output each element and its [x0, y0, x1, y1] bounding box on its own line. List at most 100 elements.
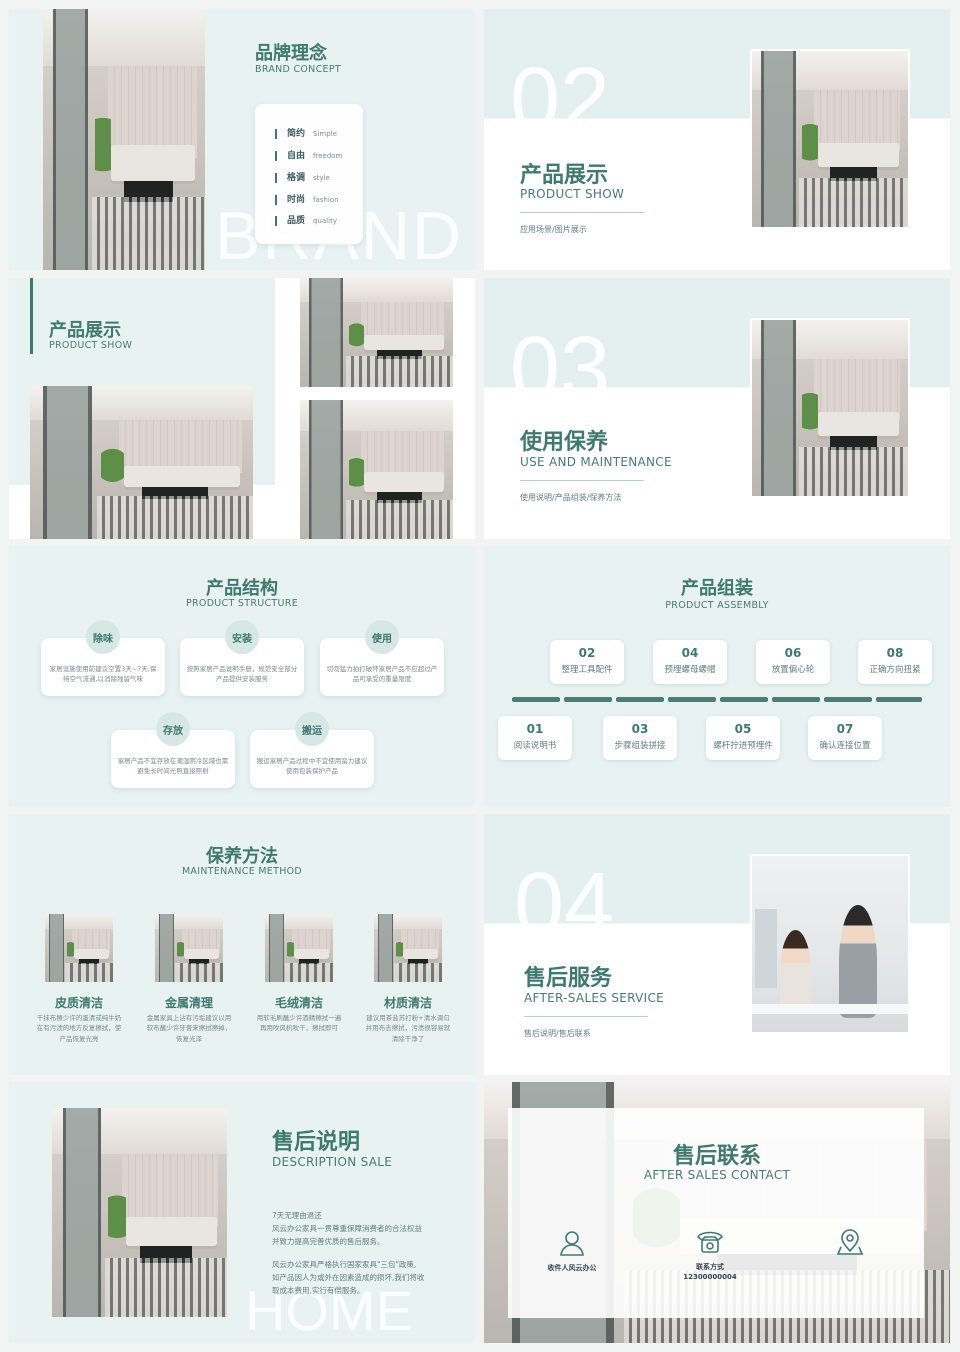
timeline-segment [824, 697, 872, 702]
contact-label: 收件人风云办公 [547, 1264, 597, 1272]
interior-photo [30, 386, 253, 539]
phone-icon [695, 1226, 725, 1256]
contact-title: 售后联系 [672, 1144, 761, 1169]
maintenance-item-desc: 金属家具上沾有污垢建议以用软布蘸少许牙膏来擦拭擦掉，恢复光泽 [146, 1014, 232, 1043]
section-number: 04 [514, 855, 615, 955]
timeline-segment [772, 697, 820, 702]
maintenance-item-title: 毛绒清洁 [274, 996, 323, 1010]
description-line: 风云办公家具一贯尊重保障消费者的合法权益 [272, 1224, 422, 1233]
structure-badge: 除味 [86, 620, 120, 654]
interior-photo [155, 914, 223, 982]
contact-phone-value: 12300000004 [683, 1273, 737, 1281]
office-photo [750, 854, 910, 1034]
brand-title: 品牌理念 [255, 43, 327, 64]
home-watermark: HOME [245, 1279, 413, 1342]
maintenance-item-desc: 干抹布擦少许的蛋清或纯牛奶在有污渍的地方反复擦拭，使产品恢复光亮 [36, 1014, 122, 1043]
contact-panel [508, 1108, 924, 1318]
slide-description-sale: HOME 售后说明 DESCRIPTION SALE 7天无理由退还 风云办公家… [9, 1082, 475, 1343]
section-caption: 使用说明/产品组装/保养方法 [520, 493, 622, 502]
interior-photo [300, 400, 453, 539]
brand-subtitle: BRAND CONCEPT [255, 64, 341, 75]
divider [520, 480, 644, 481]
maintenance-item-desc: 建议用茶盐苏打粉+清水调匀并用布去擦拭，污渍很容易就清除干净了 [365, 1014, 451, 1043]
section-title: 售后服务 [524, 966, 613, 991]
interior-photo [43, 9, 205, 270]
maintenance-item-desc: 用软毛刷蘸少许酒精擦拭一遍再用吹风机吹干，擦拭即可 [256, 1014, 342, 1033]
section-caption: 应用场景/图片展示 [520, 225, 587, 234]
maintenance-title: 保养方法 [206, 846, 278, 867]
structure-desc: 切勿猛力拍打破坏家居产品不应超过产品可承受的重量限度 [326, 665, 438, 684]
description-line: 7天无理由退还 [272, 1211, 322, 1220]
structure-desc: 家居产品不宜存放在潮湿阴冷区域也需避免长时间光照直接照射 [117, 757, 229, 776]
assembly-subtitle: PRODUCT ASSEMBLY [665, 600, 769, 611]
slide-after-sales-contact: 售后联系 AFTER SALES CONTACT 收件人风云办公 联系方式 12… [484, 1082, 950, 1343]
brand-items-card [255, 104, 363, 244]
slide-product-show: 产品展示 PRODUCT SHOW [9, 278, 475, 539]
structure-badge: 使用 [365, 620, 399, 654]
interior-photo [750, 318, 910, 498]
maintenance-item-title: 皮质清洁 [54, 996, 103, 1010]
section-number: 03 [510, 319, 611, 419]
description-line: 并致力提高完善优质的售后服务。 [272, 1237, 385, 1246]
structure-badge: 安装 [225, 620, 259, 654]
timeline-segment [668, 697, 716, 702]
timeline-segment [512, 697, 560, 702]
interior-photo [374, 914, 442, 982]
description-line: 风云办公家具严格执行国家家具"三包"政策, [272, 1260, 417, 1269]
section-title: 使用保养 [520, 430, 609, 455]
section-subtitle-en: USE AND MAINTENANCE [520, 455, 672, 469]
section-subtitle-en: PRODUCT SHOW [520, 187, 625, 201]
structure-badge: 搬运 [295, 712, 329, 746]
maintenance-item-title: 材质清洁 [383, 996, 432, 1010]
interior-photo [750, 49, 910, 229]
timeline-segment [616, 697, 664, 702]
product-show-subtitle: PRODUCT SHOW [49, 340, 133, 351]
accent-bar [30, 278, 33, 354]
section-caption: 售后说明/售后联系 [524, 1029, 591, 1038]
contact-subtitle: AFTER SALES CONTACT [643, 1168, 791, 1182]
slide-section-04: 04 售后服务 AFTER-SALES SERVICE 售后说明/售后联系 [484, 814, 950, 1075]
section-title: 产品展示 [520, 163, 609, 188]
description-subtitle: DESCRIPTION SALE [272, 1155, 393, 1169]
description-line: 如产品因人为或外在因素造成的损坏,我们将收 [272, 1273, 425, 1282]
structure-desc: 家居设施使用前建议空置3天~7天,保持空气流通,以消除残留气味 [49, 665, 157, 684]
slide-section-02: 02 产品展示 PRODUCT SHOW 应用场景/图片展示 [484, 9, 950, 270]
structure-desc: 搬运家居产品过程中不宜使用蛮力建议使用包装保护产品 [256, 757, 368, 776]
timeline-segment [720, 697, 768, 702]
interior-photo [265, 914, 333, 982]
maintenance-subtitle: MAINTENANCE METHOD [181, 866, 303, 877]
interior-photo [52, 1108, 227, 1317]
structure-badge: 存放 [156, 712, 190, 746]
user-icon [557, 1228, 587, 1258]
slide-product-structure: 产品结构 PRODUCT STRUCTURE 除味 家居设施使用前建议空置3天~… [9, 546, 475, 807]
location-icon [835, 1227, 865, 1257]
assembly-title: 产品组装 [681, 578, 753, 599]
structure-subtitle: PRODUCT STRUCTURE [185, 598, 298, 609]
description-line: 取成本费用,实行有偿服务。 [272, 1286, 365, 1295]
divider [524, 1016, 648, 1017]
section-subtitle-en: AFTER-SALES SERVICE [524, 991, 665, 1005]
product-show-title: 产品展示 [49, 320, 121, 341]
description-title: 售后说明 [272, 1130, 361, 1155]
section-number: 02 [510, 50, 611, 150]
slide-section-03: 03 使用保养 USE AND MAINTENANCE 使用说明/产品组装/保养… [484, 278, 950, 539]
structure-desc: 按照家居产品说明手册，规范安全部分产品提供安装服务 [186, 665, 298, 684]
slide-maintenance-method: 保养方法 MAINTENANCE METHOD 皮质清洁 干抹布擦少许的蛋清或纯… [9, 814, 475, 1075]
structure-title: 产品结构 [206, 578, 278, 599]
maintenance-item-title: 金属清理 [164, 996, 213, 1010]
